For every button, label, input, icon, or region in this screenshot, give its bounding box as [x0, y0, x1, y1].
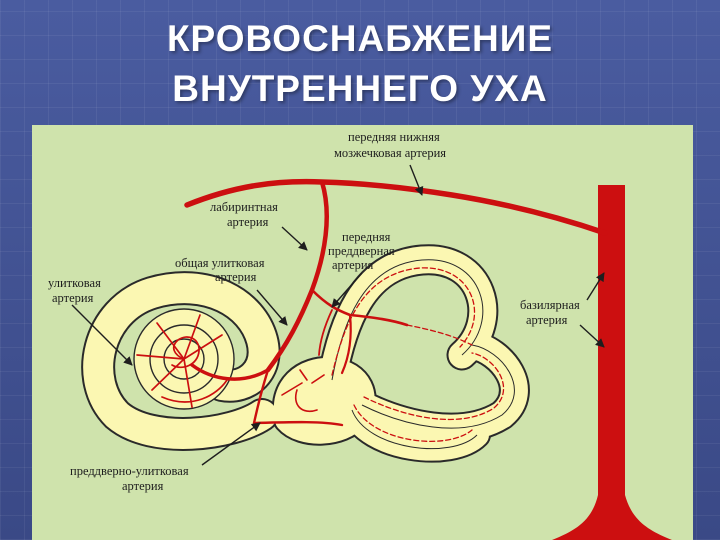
- label-cochlear-1: улитковая: [48, 276, 101, 290]
- label-aica-2: мозжечковая артерия: [334, 146, 446, 160]
- diagram-panel: передняя нижняя мозжечковая артерия лаби…: [32, 125, 693, 540]
- labyrinth: [81, 244, 530, 463]
- label-common-cochlear-2: артерия: [215, 270, 257, 284]
- label-vestibulocochlear-1: преддверно-улитковая: [70, 464, 189, 478]
- common-cochlear-vessel: [190, 363, 270, 381]
- label-labyrinthine-2: артерия: [227, 215, 269, 229]
- label-labyrinthine-1: лабиринтная: [210, 200, 278, 214]
- label-anterior-vestibular-2: преддверная: [328, 244, 395, 258]
- inner-ear-blood-supply-diagram: передняя нижняя мозжечковая артерия лаби…: [48, 130, 672, 540]
- basilar-artery: [552, 185, 672, 540]
- label-cochlear-2: артерия: [52, 291, 94, 305]
- labels: передняя нижняя мозжечковая артерия лаби…: [48, 130, 580, 493]
- label-basilar-2: артерия: [526, 313, 568, 327]
- label-common-cochlear-1: общая улитковая: [175, 256, 265, 270]
- label-vestibulocochlear-2: артерия: [122, 479, 164, 493]
- label-anterior-vestibular-1: передняя: [342, 230, 391, 244]
- cochlear-branches: [136, 314, 228, 408]
- aica-vessel: [184, 178, 608, 236]
- title-line-2: ВНУТРЕННЕГО УХА: [172, 68, 548, 109]
- leader-lines: [71, 164, 605, 466]
- label-basilar-1: базилярная: [520, 298, 580, 312]
- title-line-1: КРОВОСНАБЖЕНИЕ: [166, 18, 554, 59]
- label-aica-1: передняя нижняя: [348, 130, 440, 144]
- arteries: [136, 178, 672, 540]
- label-anterior-vestibular-3: артерия: [332, 258, 374, 272]
- slide-title: КРОВОСНАБЖЕНИЕ ВНУТРЕННЕГО УХА: [0, 14, 720, 114]
